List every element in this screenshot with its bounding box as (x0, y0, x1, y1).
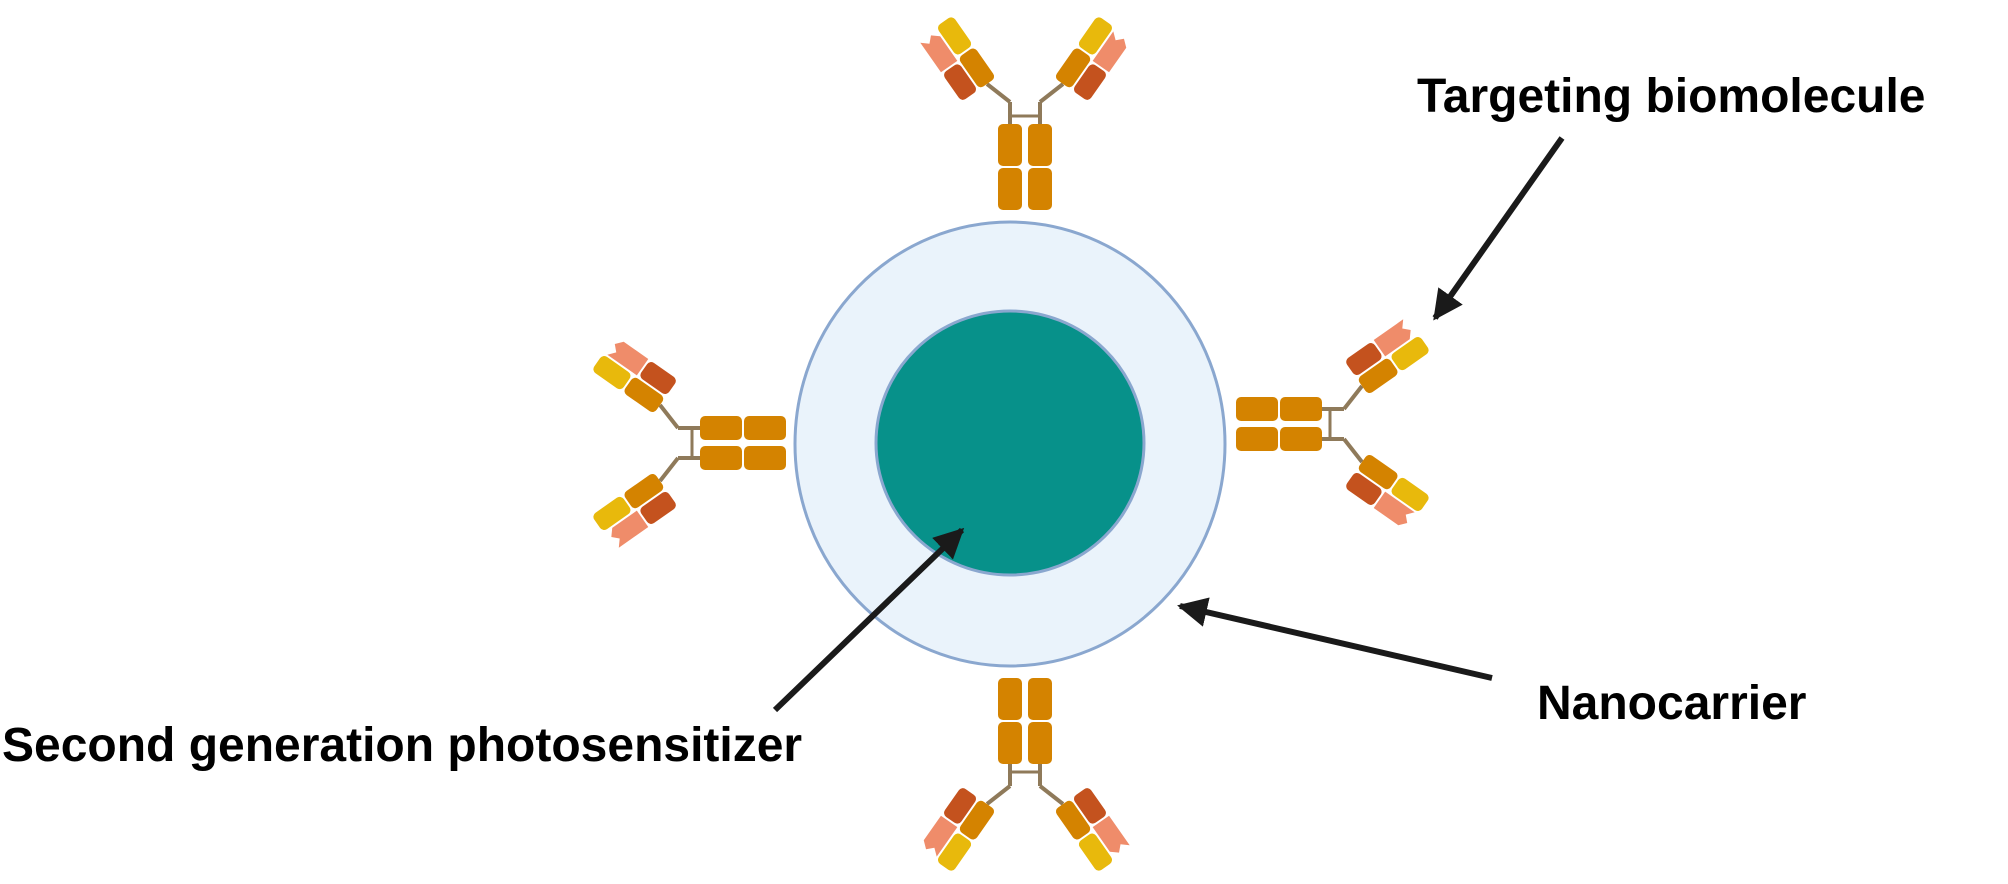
antibody-icon (916, 13, 1134, 212)
label-nanocarrier: Nanocarrier (1537, 677, 1807, 730)
antibody-icon (1234, 315, 1433, 533)
arrow-icon (772, 527, 965, 713)
arrow-icon (1177, 597, 1493, 681)
label-photosensitizer: Second generation photosensitizer (2, 719, 803, 772)
antibody-icon (916, 676, 1134, 875)
label-targeting-biomolecule: Targeting biomolecule (1417, 70, 1926, 123)
photosensitizer-core (874, 309, 1146, 577)
antibody-icon (589, 334, 788, 552)
arrow-icon (1432, 136, 1565, 321)
